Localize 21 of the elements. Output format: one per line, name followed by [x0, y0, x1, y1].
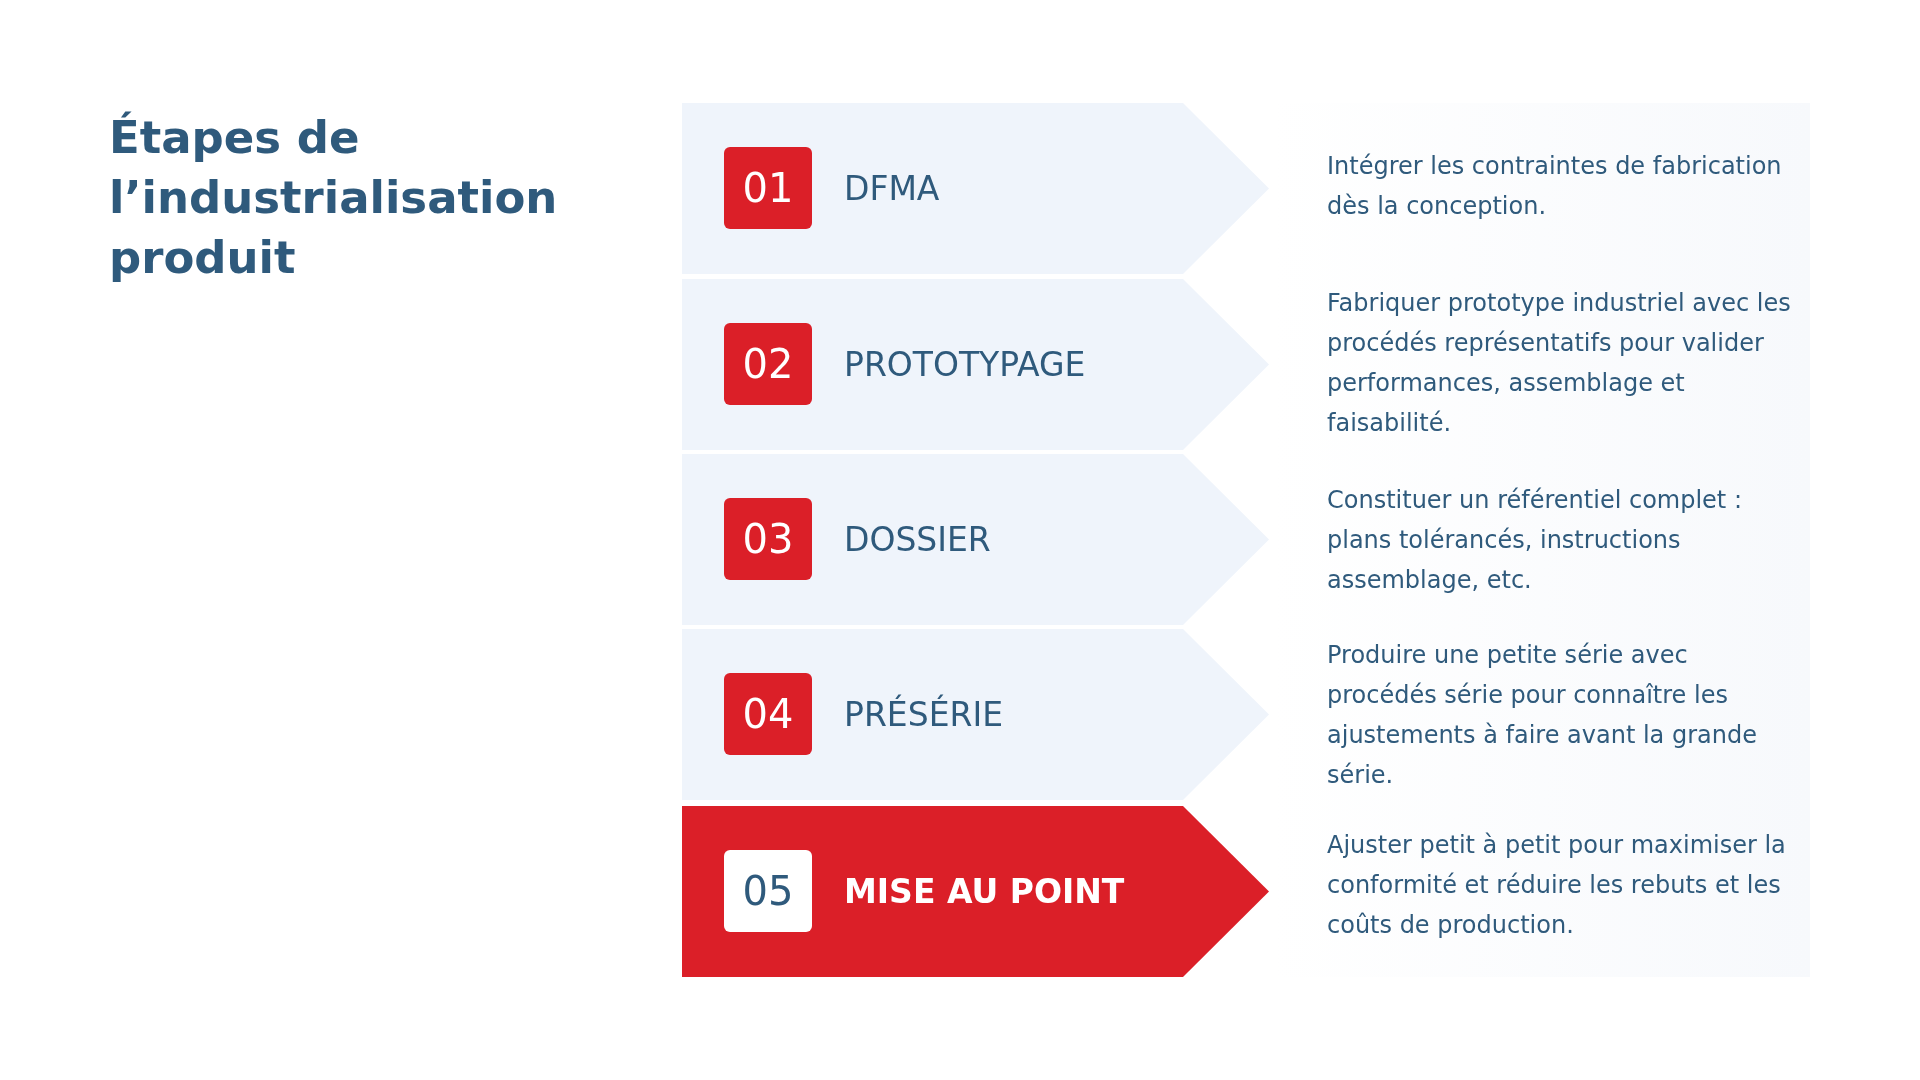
- step-chevron: [682, 279, 1269, 450]
- step-label: PRÉSÉRIE: [844, 693, 1003, 736]
- step-number: 01: [724, 147, 812, 229]
- step-chevron: [682, 629, 1269, 800]
- step-description: Ajuster petit à petit pour maximiser la conformité et réduire les rebuts et les coûts de production.: [1327, 830, 1787, 941]
- step-description: Intégrer les contraintes de fabrication dès la conception.: [1327, 151, 1783, 222]
- step-chevron: [682, 103, 1269, 274]
- step-label: DFMA: [844, 168, 940, 210]
- step-label: DOSSIER: [844, 519, 991, 561]
- step-number: 03: [724, 498, 812, 580]
- step-number: 04: [724, 673, 812, 755]
- step-description: Constituer un référentiel complet : plans tolérancés, instructions assemblage, etc.: [1327, 485, 1743, 596]
- title: Étapes de l’industrialisation produit: [109, 110, 559, 286]
- step-chevron: [682, 806, 1269, 977]
- step-label: MISE AU POINT: [844, 871, 1125, 913]
- step-number: 05: [724, 850, 812, 932]
- step-description: Produire une petite série avec procédés série pour connaître les ajustements à faire avant la grande série.: [1327, 640, 1758, 791]
- step-chevron: [682, 454, 1269, 625]
- step-number: 02: [724, 323, 812, 405]
- step-description: Fabriquer prototype industriel avec les procédés représentatifs pour valider performances, assemblage et faisabilité.: [1327, 288, 1792, 439]
- step-label: PROTOTYPAGE: [844, 344, 1086, 386]
